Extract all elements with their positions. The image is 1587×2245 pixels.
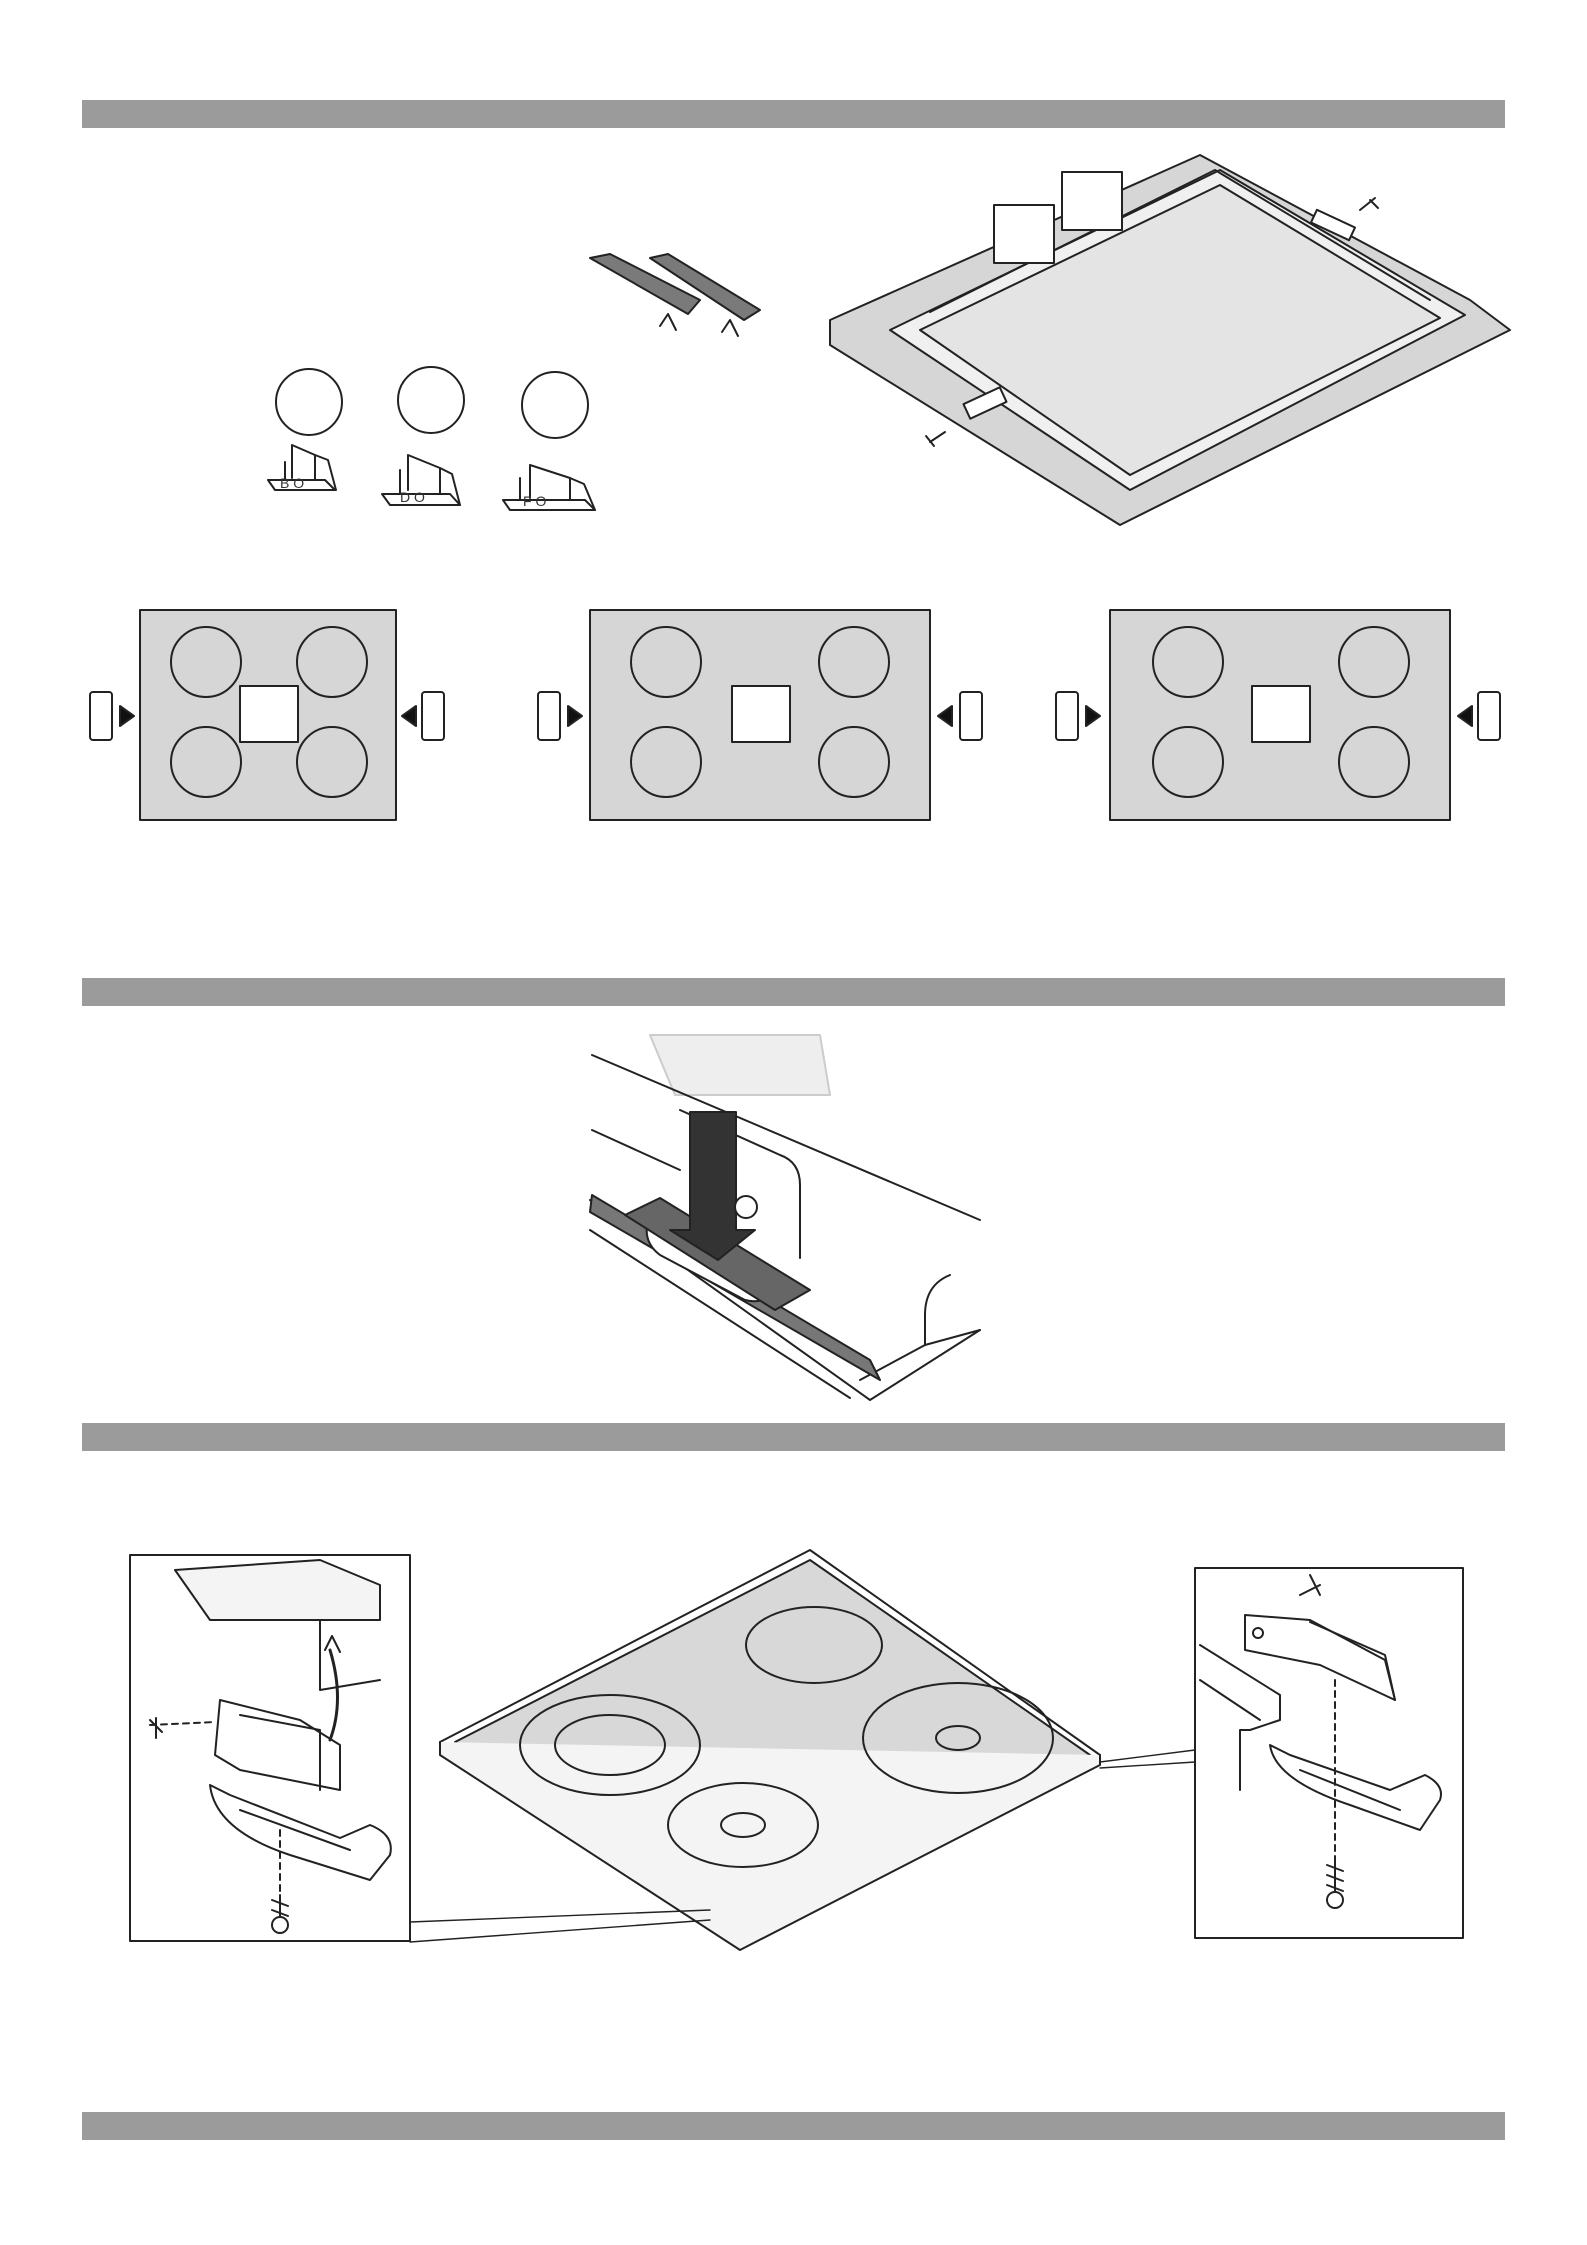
clip-left <box>1056 692 1078 740</box>
bracket-set-3: F O <box>503 372 595 510</box>
arrow-left-icon <box>402 706 416 726</box>
clip-right <box>960 692 982 740</box>
clip-right <box>1478 692 1500 740</box>
clip-left <box>90 692 112 740</box>
arrow-right-icon <box>120 706 134 726</box>
callout-box <box>1062 172 1122 230</box>
leader-line <box>410 1910 710 1922</box>
right-bracket-detail <box>1195 1568 1463 1938</box>
bracket-label: F O <box>523 493 546 509</box>
sealing-strips-illustration <box>590 254 760 336</box>
screw-icon <box>735 1196 757 1218</box>
arrow-left-icon <box>1458 706 1472 726</box>
callout-box <box>994 205 1054 263</box>
cooktop-layout-3 <box>1056 610 1500 820</box>
bracket-set-1: B O <box>268 369 342 491</box>
left-bracket-detail <box>130 1555 410 1941</box>
callout-circle <box>276 369 342 435</box>
clip-left <box>538 692 560 740</box>
arrow-right-icon <box>1086 706 1100 726</box>
leader-line <box>1100 1750 1195 1762</box>
sealing-strip-detail <box>590 1035 980 1400</box>
leader-line <box>1100 1762 1195 1768</box>
bracket-set-2: D O <box>382 367 464 505</box>
bracket-label: B O <box>280 475 304 491</box>
screw-icon <box>1360 198 1378 210</box>
cooktop-layout-2 <box>538 610 982 820</box>
arrow-left-icon <box>938 706 952 726</box>
cooktop-layout-1 <box>90 610 444 820</box>
clip-right <box>422 692 444 740</box>
screw-icon <box>926 432 945 446</box>
leader-line <box>410 1920 710 1942</box>
arrow-right-icon <box>568 706 582 726</box>
arrow-down-icon <box>670 1112 755 1260</box>
cooktop-3d <box>410 1550 1195 1950</box>
callout-circle <box>522 372 588 438</box>
bracket-label: D O <box>400 489 425 505</box>
sealing-strip <box>650 1035 830 1095</box>
callout-circle <box>398 367 464 433</box>
worktop-cutout-illustration <box>830 155 1510 525</box>
